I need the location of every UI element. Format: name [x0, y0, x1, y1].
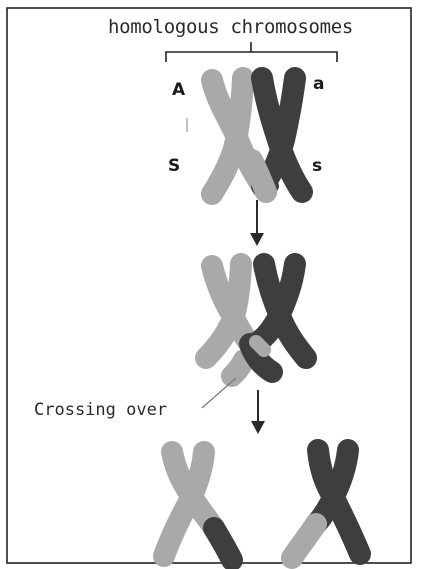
stage2-exchange-patch — [256, 342, 264, 350]
allele-S-label: S — [168, 156, 180, 176]
allele-A-label: A — [172, 80, 185, 100]
crossing-over-label: Crossing over — [34, 400, 167, 420]
allele-a-label: a — [313, 74, 324, 94]
arrow-2 — [251, 390, 265, 434]
stage2-dark-chromosome — [250, 264, 306, 372]
stage3-left-chromosome — [164, 452, 232, 560]
stage1-light-overlap — [252, 160, 266, 192]
crossing-over-pointer — [202, 378, 236, 408]
homologous-bracket — [166, 42, 337, 62]
allele-s-label: s — [312, 156, 322, 176]
homologous-chromosomes-label: homologous chromosomes — [108, 16, 353, 38]
stage3-right-chromosome — [292, 450, 360, 558]
arrow-1 — [250, 200, 264, 246]
